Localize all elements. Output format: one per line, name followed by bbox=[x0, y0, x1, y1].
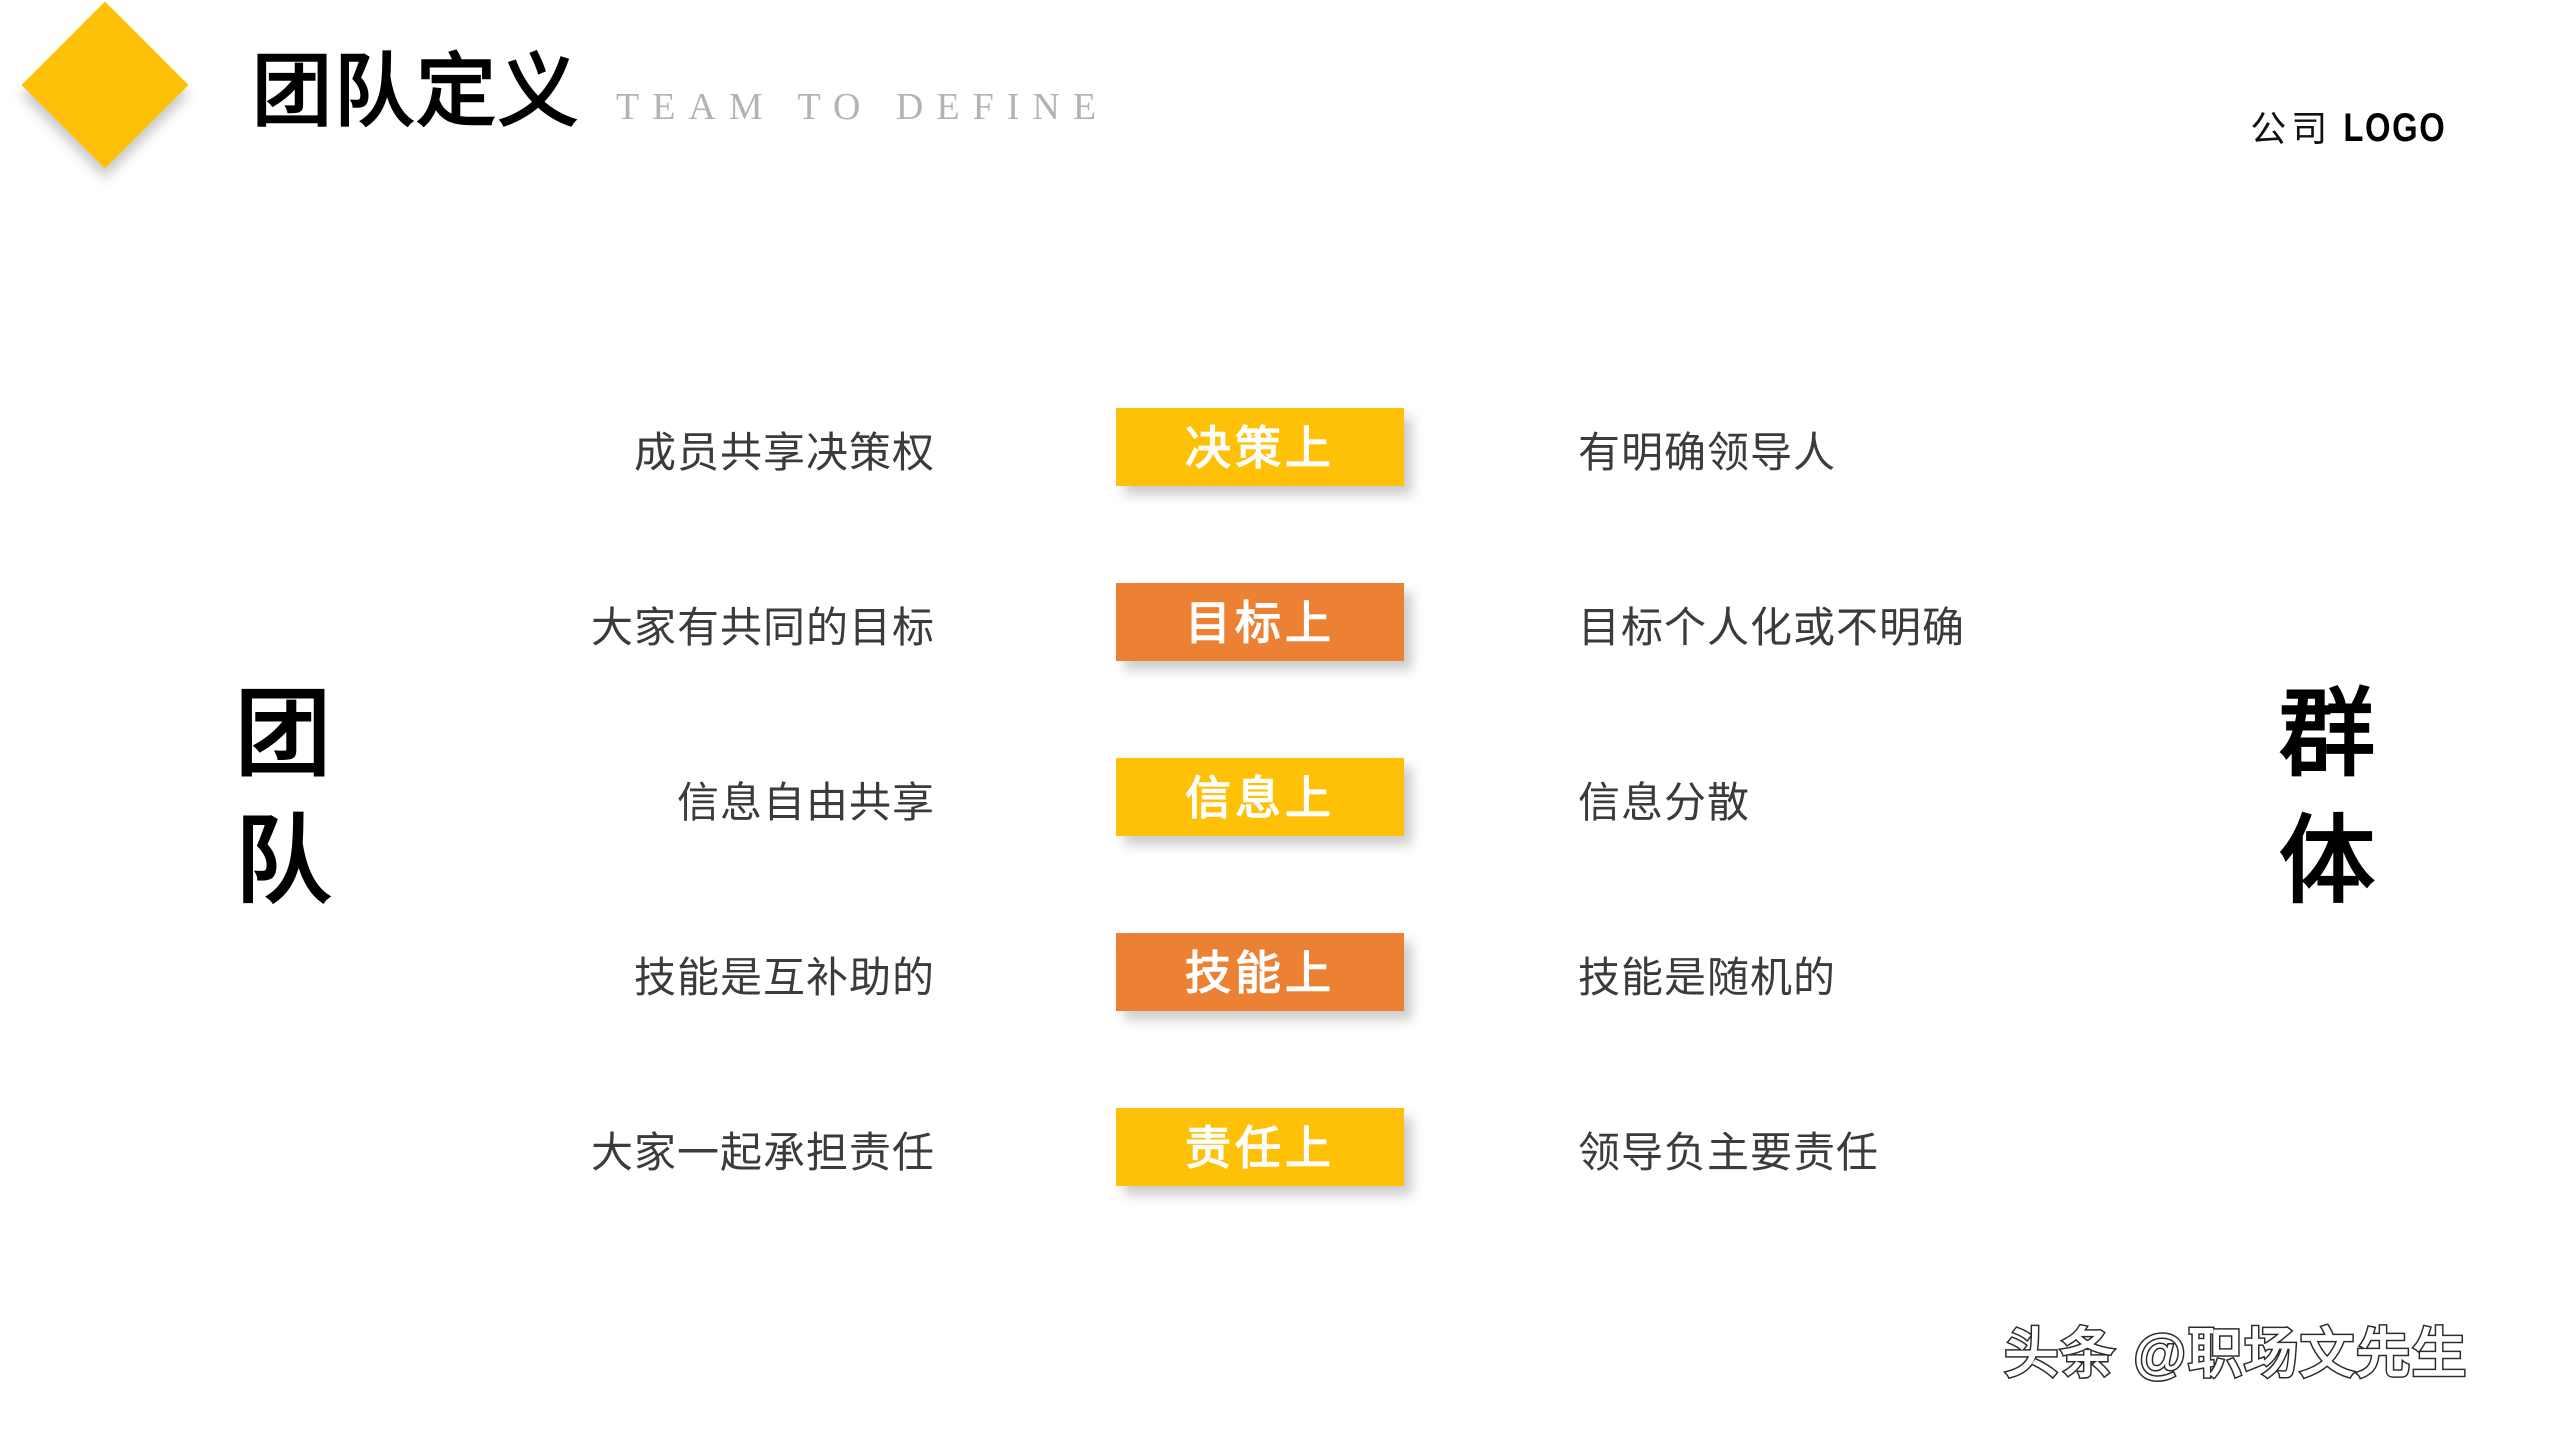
row-badge[interactable]: 技能上 bbox=[1116, 933, 1404, 1011]
comparison-rows: 成员共享决策权 决策上 有明确领导人 大家有共同的目标 目标上 目标个人化或不明… bbox=[0, 408, 2560, 1283]
logo-label-en: LOGO bbox=[2343, 106, 2447, 150]
side-label-team-char-1: 团 bbox=[235, 681, 331, 788]
side-label-group-char-2: 体 bbox=[2279, 807, 2375, 915]
slide-header: 团队定义 TEAM TO DEFINE 公司 LOGO bbox=[0, 0, 2560, 210]
comparison-row: 信息自由共享 信息上 信息分散 bbox=[0, 758, 2560, 933]
row-badge-label: 目标上 bbox=[1185, 597, 1335, 649]
row-badge-label: 技能上 bbox=[1185, 947, 1335, 999]
comparison-row: 大家一起承担责任 责任上 领导负主要责任 bbox=[0, 1108, 2560, 1283]
row-badge-label: 信息上 bbox=[1185, 772, 1335, 824]
page-subtitle: TEAM TO DEFINE bbox=[616, 86, 1110, 128]
row-badge[interactable]: 责任上 bbox=[1116, 1108, 1404, 1186]
row-right-text: 有明确领导人 bbox=[1578, 429, 1837, 476]
row-badge-label: 决策上 bbox=[1185, 422, 1335, 474]
row-right-text: 目标个人化或不明确 bbox=[1578, 604, 1966, 651]
diamond-decoration-icon bbox=[21, 1, 189, 169]
row-left-text: 大家一起承担责任 bbox=[590, 1129, 935, 1176]
watermark: 头条 @职场文先生 bbox=[2003, 1323, 2468, 1386]
row-left-text: 技能是互补助的 bbox=[633, 954, 935, 1001]
page-title: 团队定义 bbox=[252, 47, 580, 136]
side-label-group: 群 体 bbox=[2242, 672, 2412, 925]
logo-label-cn: 公司 bbox=[2250, 108, 2333, 149]
row-right-text: 领导负主要责任 bbox=[1578, 1129, 1880, 1176]
row-badge[interactable]: 信息上 bbox=[1116, 758, 1404, 836]
row-left-text: 信息自由共享 bbox=[676, 779, 935, 826]
title-block: 团队定义 TEAM TO DEFINE bbox=[252, 52, 1109, 132]
row-left-text: 成员共享决策权 bbox=[633, 429, 935, 476]
row-badge-label: 责任上 bbox=[1185, 1122, 1335, 1174]
row-right-text: 技能是随机的 bbox=[1578, 954, 1837, 1001]
company-logo: 公司 LOGO bbox=[2250, 108, 2458, 148]
row-badge[interactable]: 目标上 bbox=[1116, 583, 1404, 661]
comparison-row: 成员共享决策权 决策上 有明确领导人 bbox=[0, 408, 2560, 583]
row-left-text: 大家有共同的目标 bbox=[590, 604, 935, 651]
row-badge[interactable]: 决策上 bbox=[1116, 408, 1404, 486]
comparison-row: 大家有共同的目标 目标上 目标个人化或不明确 bbox=[0, 583, 2560, 758]
side-label-team-char-2: 队 bbox=[235, 807, 331, 915]
comparison-row: 技能是互补助的 技能上 技能是随机的 bbox=[0, 933, 2560, 1108]
side-label-group-char-1: 群 bbox=[2279, 681, 2375, 788]
side-label-team: 团 队 bbox=[198, 672, 368, 925]
row-right-text: 信息分散 bbox=[1578, 779, 1751, 826]
